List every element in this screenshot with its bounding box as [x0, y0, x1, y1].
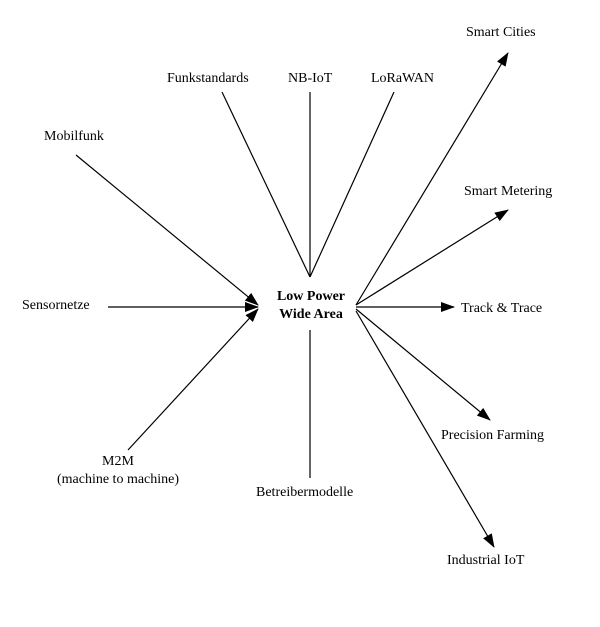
arrow-precision-farming	[355, 308, 491, 421]
label-precision-farming: Precision Farming	[441, 428, 545, 443]
center-line-2: Wide Area	[279, 307, 343, 322]
arrow-smart-metering	[355, 209, 509, 306]
label-funkstandards: Funkstandards	[167, 71, 249, 86]
label-industrial-iot: Industrial IoT	[447, 553, 525, 568]
label-sensornetze: Sensornetze	[22, 298, 90, 313]
label-betreibermodelle: Betreibermodelle	[256, 485, 354, 500]
label-m2m-line1: M2M	[102, 454, 134, 469]
arrow-smart-cities	[355, 52, 509, 306]
label-mobilfunk: Mobilfunk	[44, 129, 104, 144]
label-track-trace: Track & Trace	[461, 301, 543, 316]
arrow-industrial-iot	[355, 310, 495, 548]
center-line-1: Low Power	[276, 289, 346, 304]
label-smart-cities: Smart Cities	[466, 25, 536, 40]
label-m2m: M2M (machine to machine)	[28, 453, 208, 489]
arrow-m2m	[127, 308, 259, 451]
line-lorawan	[309, 91, 395, 278]
label-m2m-line2: (machine to machine)	[56, 472, 180, 487]
label-nbiot: NB-IoT	[288, 71, 333, 86]
arrow-mobilfunk	[75, 154, 259, 306]
line-funkstandards	[221, 91, 311, 278]
label-lorawan: LoRaWAN	[371, 71, 434, 86]
center-node-label: Low Power Wide Area	[266, 288, 356, 324]
label-smart-metering: Smart Metering	[464, 184, 553, 199]
